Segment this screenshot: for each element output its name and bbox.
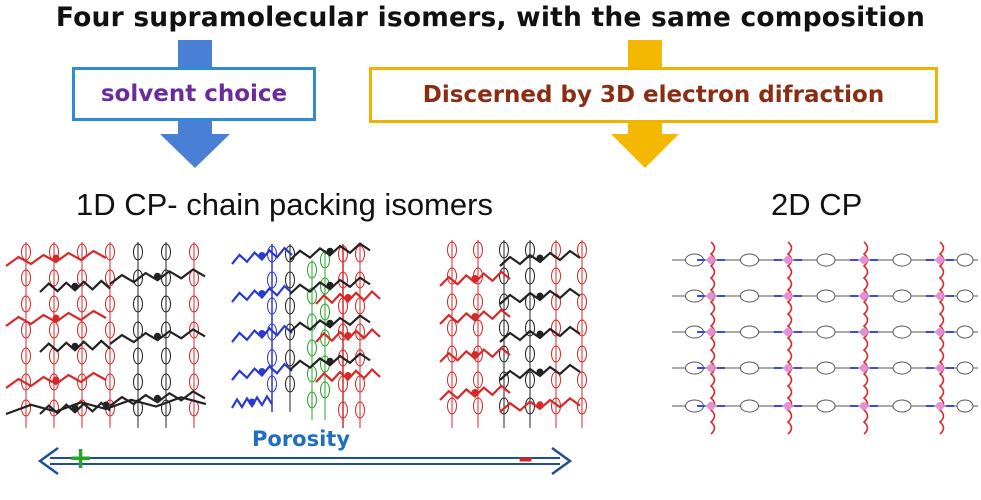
structure-2d-network xyxy=(672,241,978,435)
diffraction-arrow xyxy=(611,40,679,168)
structure-1d-isomer-a xyxy=(5,242,207,428)
porosity-plus-sign: + xyxy=(68,441,94,476)
porosity-arrow xyxy=(37,446,573,476)
page-title: Four supramolecular isomers, with the sa… xyxy=(55,2,926,33)
electron-diffraction-box: Discerned by 3D electron difraction xyxy=(369,67,938,123)
subtitle-1d-cp: 1D CP- chain packing isomers xyxy=(76,187,493,222)
subtitle-2d-cp: 2D CP xyxy=(771,187,863,222)
porosity-minus-sign: – xyxy=(518,441,533,476)
structure-1d-isomer-b xyxy=(231,242,381,428)
structure-1d-isomer-c xyxy=(439,240,587,428)
porosity-label: Porosity xyxy=(252,427,351,451)
solvent-choice-box: solvent choice xyxy=(72,67,316,121)
solvent-arrow xyxy=(160,40,230,168)
